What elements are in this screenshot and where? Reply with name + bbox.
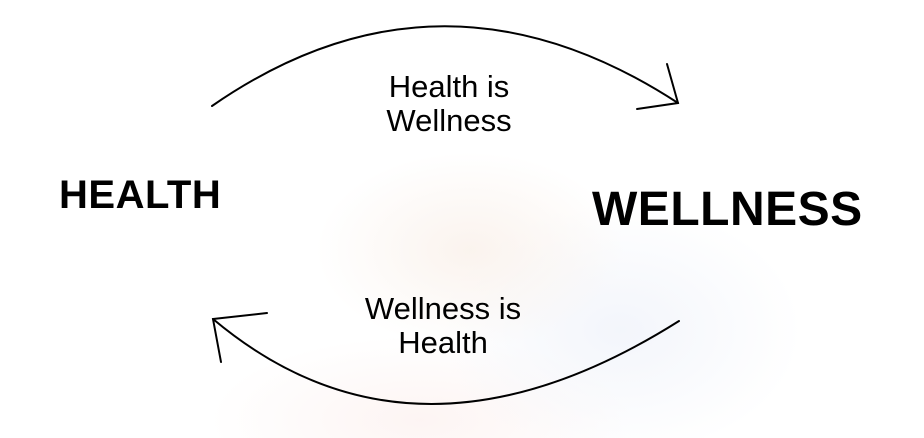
bottom-arrow-label-line1: Wellness is [364, 291, 522, 326]
bottom-arrow-label: Wellness is Health [365, 292, 521, 360]
health-to-wellness-arrow-shaft [211, 25, 679, 107]
top-arrow-label-line2: Wellness [386, 103, 512, 138]
health-term: HEALTH [59, 173, 222, 217]
wellness-to-health-arrowhead-icon [211, 312, 268, 363]
health-to-wellness-arrowhead-icon [636, 63, 680, 110]
bottom-arrow-label-line2: Health [398, 325, 488, 360]
top-arrow-label: Health is Wellness [386, 70, 511, 138]
top-arrow-label-line1: Health is [388, 69, 510, 104]
wellness-term: WELLNESS [592, 183, 863, 236]
wellness-to-health-arrow-shaft [212, 318, 680, 405]
